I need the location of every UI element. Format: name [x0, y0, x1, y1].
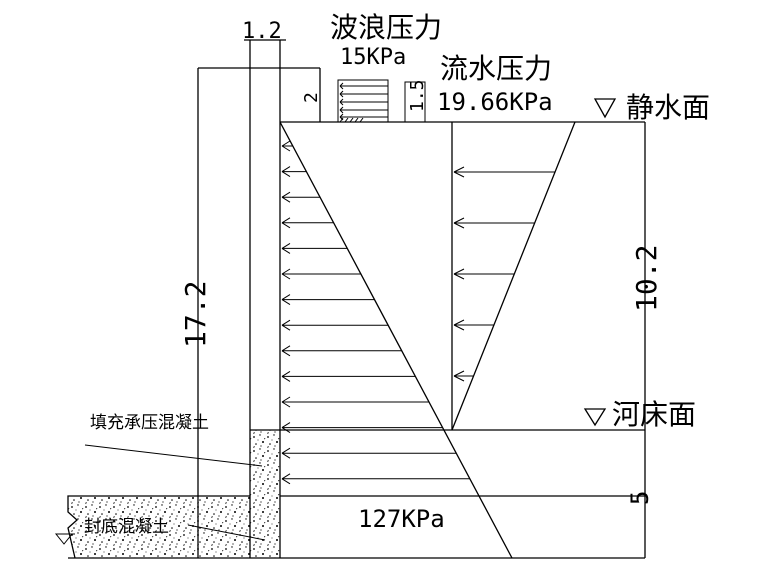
flow-arrows	[453, 166, 556, 382]
hydrostatic-arrow	[281, 191, 321, 203]
riverbed-label: 河床面	[612, 398, 696, 431]
hydrostatic-arrow	[281, 294, 375, 306]
hydrostatic-arrow	[281, 242, 348, 254]
wall-structure	[67, 39, 645, 559]
dim-embed-depth: 5	[626, 491, 654, 505]
dim-width-top: 1.2	[242, 19, 282, 44]
riverbed-marker	[583, 408, 607, 427]
flow-arrow	[453, 319, 494, 331]
still-water-marker	[593, 98, 617, 119]
dim-total-height: 17.2	[179, 281, 212, 348]
dim-wave-arrow-height: 1.5	[407, 79, 428, 112]
hydrostatic-arrow	[281, 447, 457, 459]
water-levels	[280, 121, 646, 558]
hydrostatic-arrow	[281, 217, 334, 229]
flow-pressure-triangle	[451, 121, 576, 431]
fill-concrete-zone	[250, 430, 280, 558]
seal-concrete-zone	[68, 496, 250, 558]
flow-arrow	[453, 370, 474, 382]
wave-pressure-block	[337, 79, 426, 123]
hydrostatic-pressure-triangle	[279, 121, 513, 559]
wave-pressure-value: 15KPa	[340, 45, 406, 70]
hydrostatic-arrow	[281, 370, 416, 382]
dim-water-depth: 10.2	[630, 245, 663, 312]
hydrostatic-arrow	[281, 166, 307, 178]
flow-arrow	[453, 268, 515, 280]
hydrostatic-arrow	[281, 319, 389, 331]
still-water-label: 静水面	[626, 91, 710, 124]
flow-arrow	[453, 217, 535, 229]
dim-wave-height: 2	[301, 92, 322, 103]
hydrostatic-arrow	[281, 140, 293, 152]
hydrostatic-arrow	[281, 268, 361, 280]
seal-concrete-label: 封底混凝土	[84, 517, 169, 537]
bottom-pressure-value: 127KPa	[358, 505, 445, 533]
hydrostatic-arrow	[281, 345, 402, 357]
flow-pressure-label: 流水压力	[440, 52, 552, 85]
flow-pressure-value: 19.66KPa	[437, 88, 553, 116]
flow-arrow	[453, 166, 556, 178]
leader-lines	[54, 444, 266, 545]
hydrostatic-arrow	[281, 422, 443, 434]
hydrostatic-arrow	[281, 473, 470, 485]
wave-pressure-label: 波浪压力	[330, 11, 442, 44]
hydrostatic-arrows	[281, 140, 470, 485]
fill-concrete-label: 填充承压混凝土	[90, 413, 209, 433]
hydrostatic-arrow	[281, 396, 429, 408]
